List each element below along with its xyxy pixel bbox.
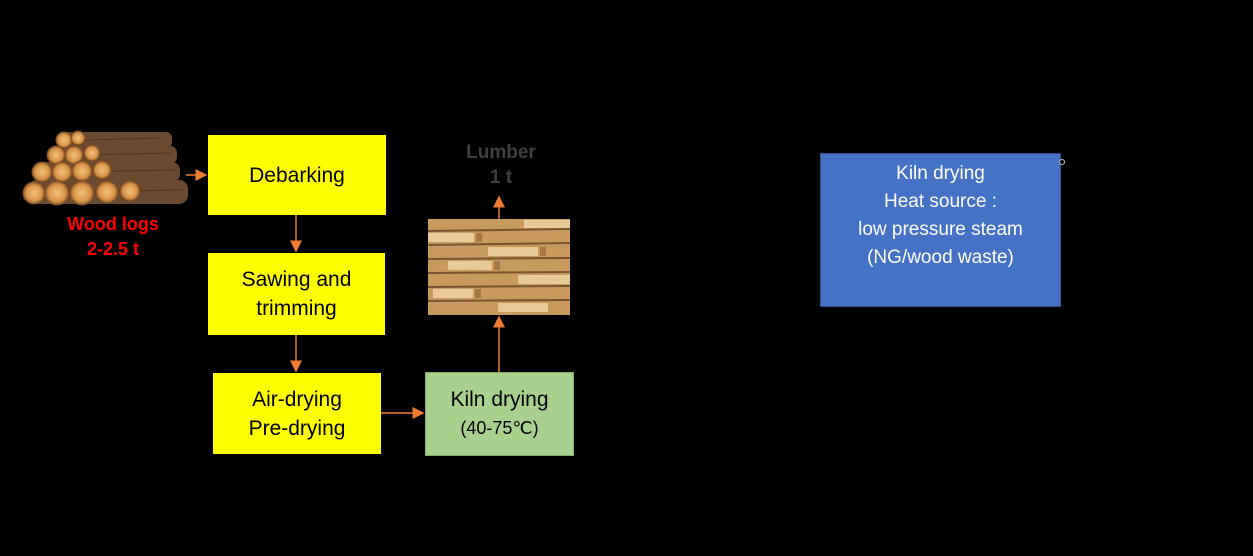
lumber-label: Lumber 1 t (440, 140, 562, 190)
air-drying-box: Air-drying Pre-drying (213, 373, 381, 454)
debarking-label: Debarking (249, 163, 345, 187)
selection-handle[interactable] (1059, 159, 1065, 165)
air-drying-label-line1: Air-drying (252, 387, 342, 411)
callout-line3: low pressure steam (858, 219, 1023, 240)
callout-line4: (NG/wood waste) (867, 247, 1014, 268)
kiln-drying-box: Kiln drying (40-75℃) (425, 372, 574, 456)
sawing-label-line1: Sawing and (241, 268, 352, 291)
air-drying-label-line2: Pre-drying (248, 416, 346, 440)
wood-logs-image (22, 130, 188, 206)
kiln-drying-callout: Kiln drying Heat source : low pressure s… (820, 153, 1061, 307)
kiln-drying-temperature: (40-75℃) (460, 418, 539, 438)
kiln-drying-label: Kiln drying (450, 388, 549, 411)
wood-logs-name: Wood logs (67, 214, 159, 234)
lumber-image (428, 219, 570, 315)
lumber-amount: 1 t (489, 167, 513, 188)
sawing-trimming-box: Sawing and trimming (208, 253, 385, 335)
callout-line1: Kiln drying (896, 163, 985, 184)
sawing-label-line2: trimming (256, 297, 337, 320)
wood-logs-amount: 2-2.5 t (86, 239, 140, 259)
debarking-box: Debarking (208, 135, 386, 215)
wood-logs-label: Wood logs 2-2.5 t (40, 212, 186, 262)
lumber-name: Lumber (466, 142, 536, 163)
callout-line2: Heat source : (884, 191, 997, 212)
